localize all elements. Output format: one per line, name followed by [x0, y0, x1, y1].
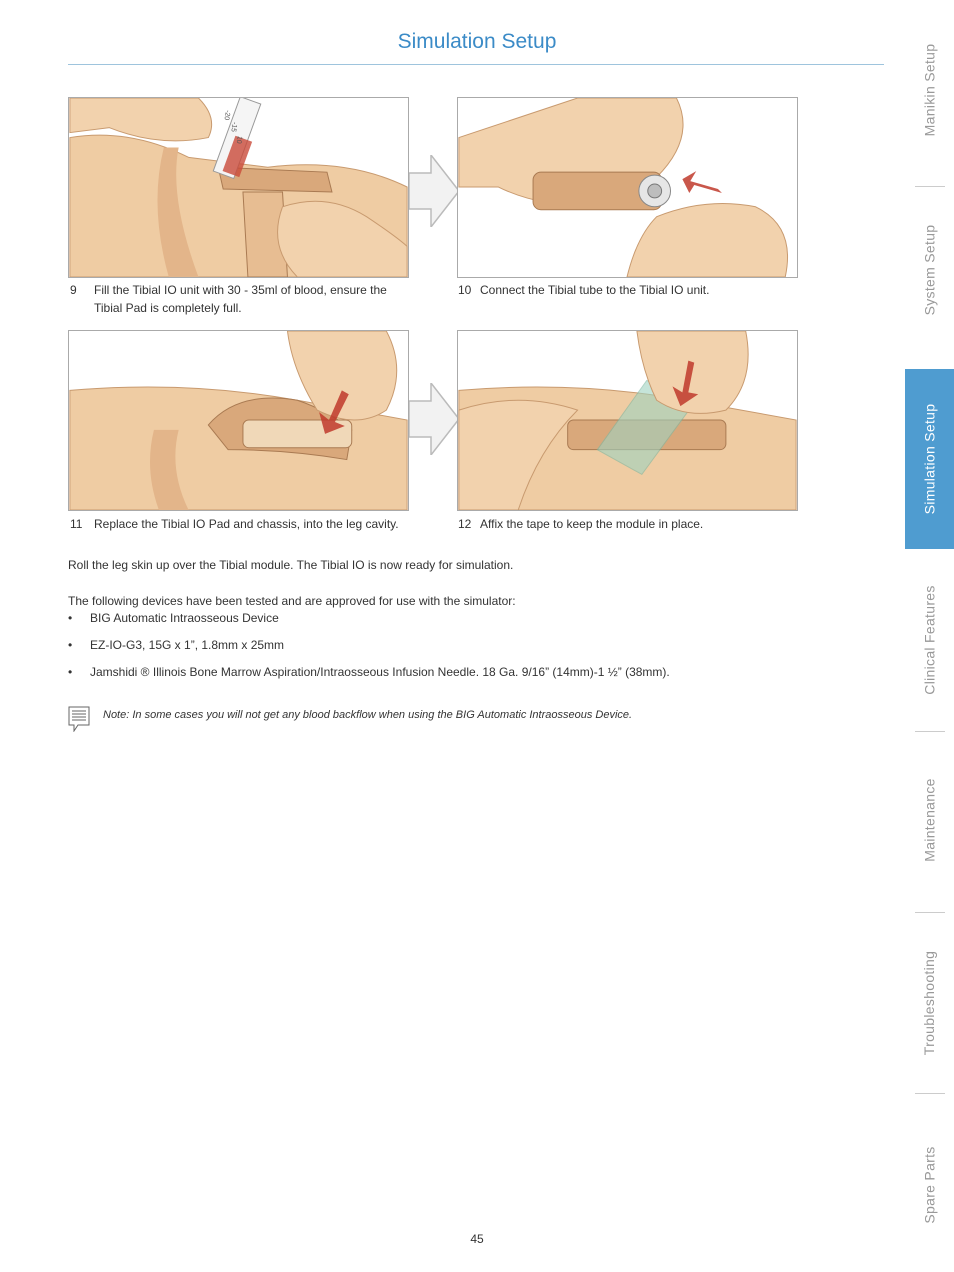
- list-item: • Jamshidi ® Illinois Bone Marrow Aspirat…: [68, 665, 670, 679]
- note-text: Note: In some cases you will not get any…: [103, 709, 633, 721]
- arrow-right-icon: [409, 383, 459, 455]
- tab-divider: [915, 731, 945, 732]
- tab-system-setup[interactable]: System Setup: [905, 200, 954, 340]
- tab-label: Troubleshooting: [921, 950, 938, 1055]
- caption-step-11: 11 Replace the Tibial IO Pad and chassis,…: [70, 515, 410, 533]
- tab-divider: [915, 912, 945, 913]
- tab-simulation-setup[interactable]: Simulation Setup: [905, 369, 954, 549]
- tab-label: Manikin Setup: [921, 43, 938, 137]
- device-jamshidi: Jamshidi ® Illinois Bone Marrow Aspirati…: [90, 665, 670, 679]
- tab-manikin-setup[interactable]: Manikin Setup: [905, 20, 954, 160]
- tab-divider: [915, 186, 945, 187]
- figure-step-12: [457, 330, 798, 511]
- arrow-right-icon: [409, 155, 459, 227]
- figure-step-9: -20 -15 10: [68, 97, 409, 278]
- figure-step-11: [68, 330, 409, 511]
- syringe-mark-20: -20: [222, 110, 231, 121]
- list-item: • BIG Automatic Intraosseous Device: [68, 611, 279, 625]
- tab-label: Maintenance: [921, 778, 938, 862]
- illustration-replace-pad: [69, 331, 408, 510]
- section-sidebar: Manikin Setup System Setup Simulation Se…: [905, 0, 954, 1272]
- figure-step-10: [457, 97, 798, 278]
- bullet-dot: •: [68, 665, 73, 679]
- caption-step-10-text: Connect the Tibial tube to the Tibial IO…: [480, 283, 710, 297]
- device-ez-io: EZ-IO-G3, 15G x 1”, 1.8mm x 25mm: [90, 638, 285, 652]
- caption-step-9-text: Fill the Tibial IO unit with 30 - 35ml o…: [94, 283, 387, 297]
- illustration-affix-tape: [458, 331, 797, 510]
- tab-label: Simulation Setup: [921, 403, 938, 515]
- paragraph-roll-skin: Roll the leg skin up over the Tibial mod…: [68, 558, 514, 572]
- list-item: • EZ-IO-G3, 15G x 1”, 1.8mm x 25mm: [68, 638, 284, 652]
- illustration-connect-tube: [458, 98, 797, 277]
- caption-step-11-number: 11: [70, 517, 83, 531]
- paragraph-approved-devices: The following devices have been tested a…: [68, 594, 516, 608]
- syringe-mark-15: -15: [229, 121, 238, 132]
- tab-divider: [915, 1093, 945, 1094]
- illustration-fill-syringe: -20 -15 10: [69, 98, 408, 277]
- tab-maintenance[interactable]: Maintenance: [905, 745, 954, 895]
- tab-troubleshooting[interactable]: Troubleshooting: [905, 925, 954, 1080]
- syringe-mark-10: 10: [235, 135, 243, 144]
- device-big-automatic: BIG Automatic Intraosseous Device: [90, 611, 279, 625]
- bullet-dot: •: [68, 611, 73, 625]
- caption-step-9-text-2: Tibial Pad is completely full.: [94, 301, 242, 315]
- caption-step-12-text: Affix the tape to keep the module in pla…: [480, 517, 704, 531]
- caption-step-12-number: 12: [458, 517, 472, 531]
- caption-step-12: 12 Affix the tape to keep the module in p…: [458, 515, 798, 533]
- tab-clinical-features[interactable]: Clinical Features: [905, 560, 954, 720]
- bullet-dot: •: [68, 638, 73, 652]
- caption-step-10: 10 Connect the Tibial tube to the Tibial …: [458, 281, 798, 299]
- note-icon: [68, 706, 90, 732]
- page-title: Simulation Setup: [397, 30, 557, 53]
- tab-label: Clinical Features: [921, 585, 938, 695]
- caption-step-9-number: 9: [70, 283, 77, 297]
- tab-label: Spare Parts: [921, 1146, 938, 1224]
- caption-step-11-text: Replace the Tibial IO Pad and chassis, i…: [94, 517, 399, 531]
- title-divider: [68, 64, 884, 65]
- caption-step-9: 9 Fill the Tibial IO unit with 30 - 35ml …: [70, 281, 410, 317]
- page-number: 45: [470, 1232, 484, 1246]
- tab-label: System Setup: [921, 224, 938, 316]
- caption-step-10-number: 10: [458, 283, 472, 297]
